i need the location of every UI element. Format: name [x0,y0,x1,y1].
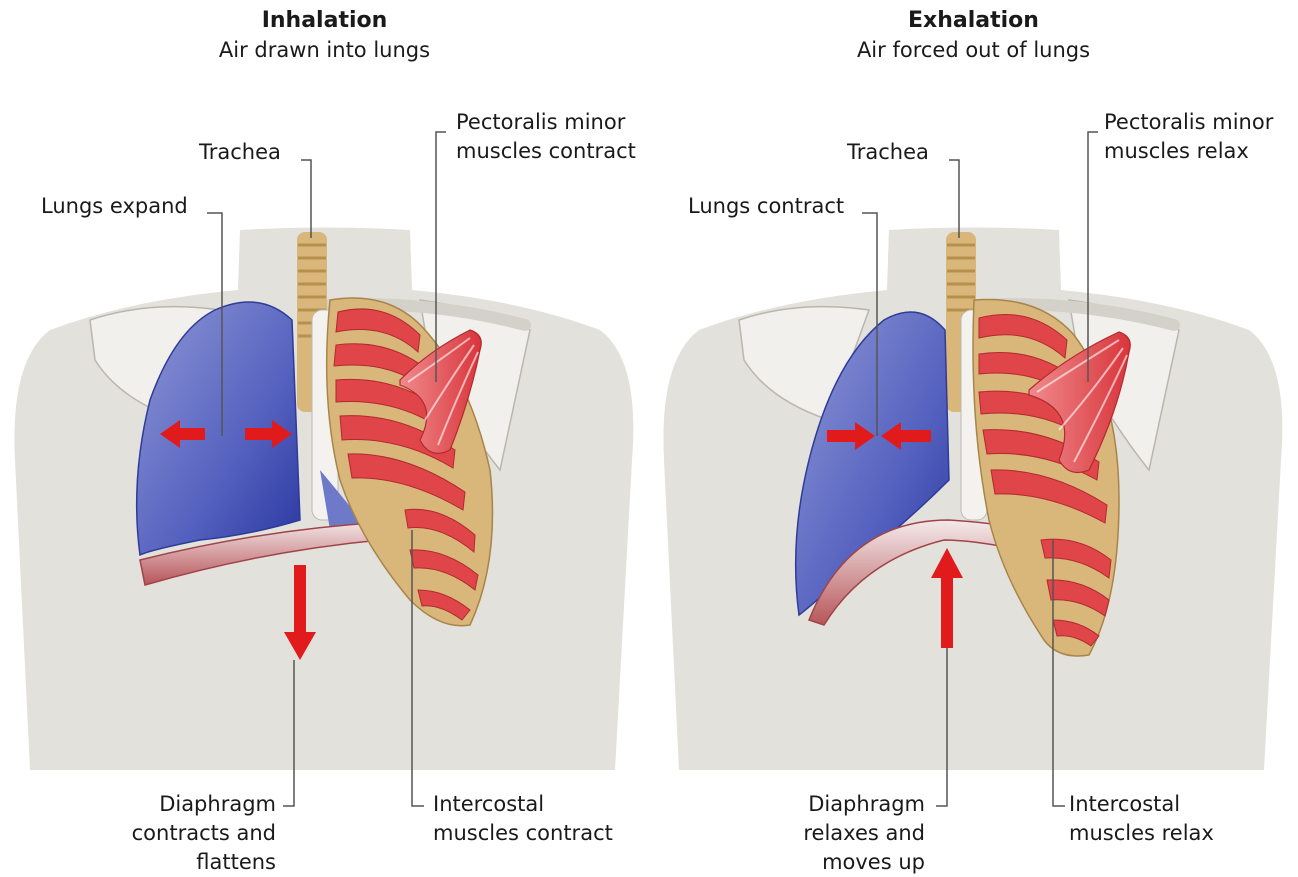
exhalation-panel: Exhalation Air forced out of lungs Trach… [649,0,1298,875]
inhalation-panel: Inhalation Air drawn into lungs Trachea … [0,0,649,875]
inhalation-title: Inhalation [0,8,649,34]
pectoralis-label: Pectoralis minor muscles contract [456,108,636,166]
trachea-label: Trachea [199,138,281,167]
intercostal-label: Intercostal muscles contract [433,790,613,848]
exhalation-title: Exhalation [649,8,1298,34]
inhalation-subtitle: Air drawn into lungs [0,37,649,63]
pectoralis-label: Pectoralis minor muscles relax [1104,108,1273,166]
exhalation-subtitle: Air forced out of lungs [649,37,1298,63]
diaphragm-label: Diaphragm contracts and flattens [132,790,276,877]
diaphragm-label: Diaphragm relaxes and moves up [803,790,925,877]
trachea-label: Trachea [847,138,929,167]
lungs-label: Lungs expand [41,192,188,221]
lungs-label: Lungs contract [688,192,844,221]
intercostal-label: Intercostal muscles relax [1069,790,1214,848]
